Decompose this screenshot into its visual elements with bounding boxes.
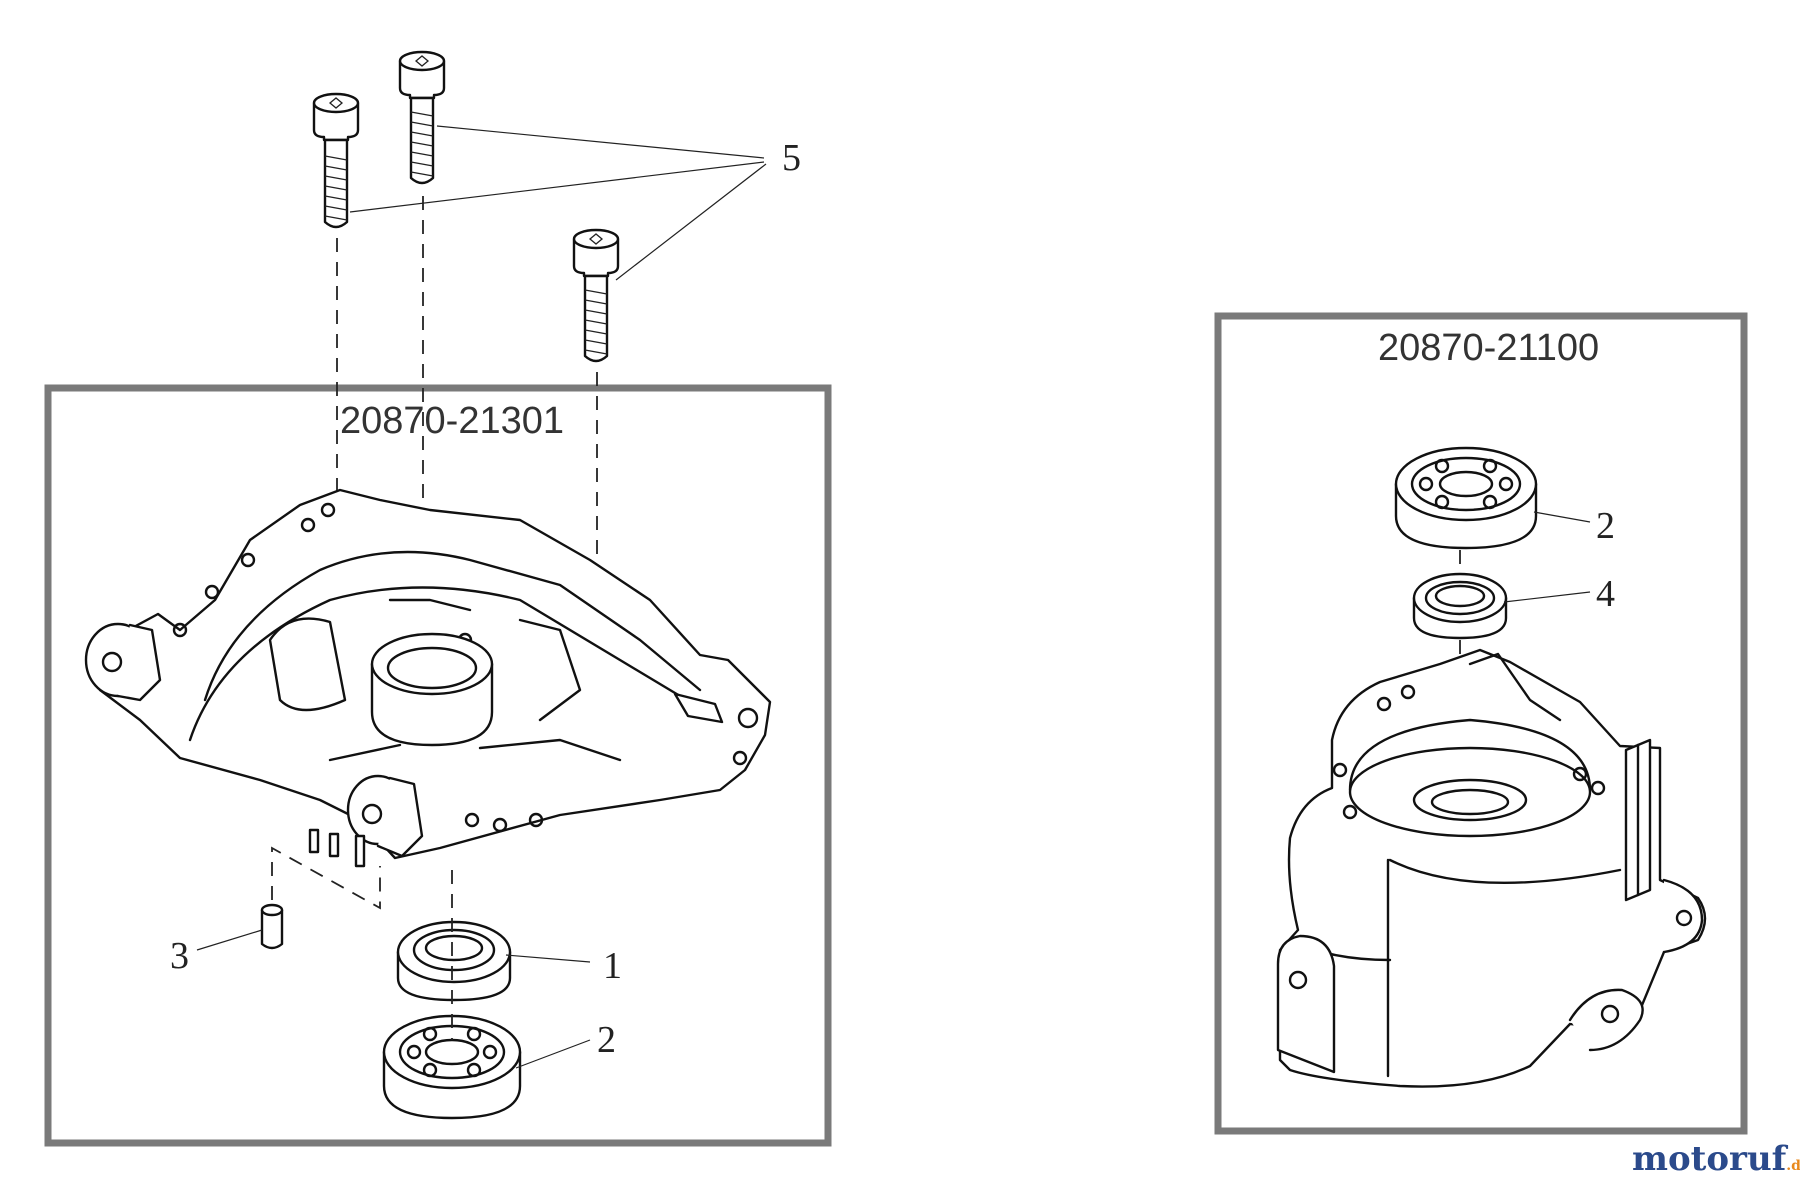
crankcase-half-right	[1276, 648, 1707, 1088]
leader-3	[196, 929, 263, 951]
leader-2-left	[515, 1039, 591, 1069]
leader-1	[505, 954, 591, 963]
leader-5	[349, 125, 767, 281]
callout-4: 4	[1596, 573, 1615, 615]
crankcase-half-left	[84, 488, 772, 868]
screw-3	[572, 228, 620, 363]
assembly-box-right	[1214, 312, 1748, 1135]
callout-1: 1	[603, 945, 622, 987]
part-number-right: 20870-21100	[1378, 327, 1599, 369]
callout-3: 3	[170, 935, 189, 977]
leader-2-right	[1533, 511, 1591, 523]
bearing-right	[1394, 446, 1538, 550]
dowel-pin	[260, 903, 284, 950]
seal-ring-left	[396, 920, 512, 1002]
callout-5: 5	[782, 137, 801, 179]
seal-ring-right	[1412, 572, 1508, 640]
screw-1	[312, 92, 360, 229]
site-watermark: motoruf.de	[1632, 1139, 1800, 1179]
leader-4	[1503, 591, 1591, 603]
screw-2	[398, 50, 446, 185]
svg-text:motoruf.de: motoruf.de	[1632, 1139, 1800, 1179]
dowel-axis	[271, 846, 381, 910]
bearing-left	[382, 1014, 522, 1120]
assembly-box-left	[44, 384, 832, 1147]
part-number-left: 20870-21301	[340, 400, 564, 442]
callout-2-left: 2	[597, 1019, 616, 1061]
callout-2-right: 2	[1596, 505, 1615, 547]
